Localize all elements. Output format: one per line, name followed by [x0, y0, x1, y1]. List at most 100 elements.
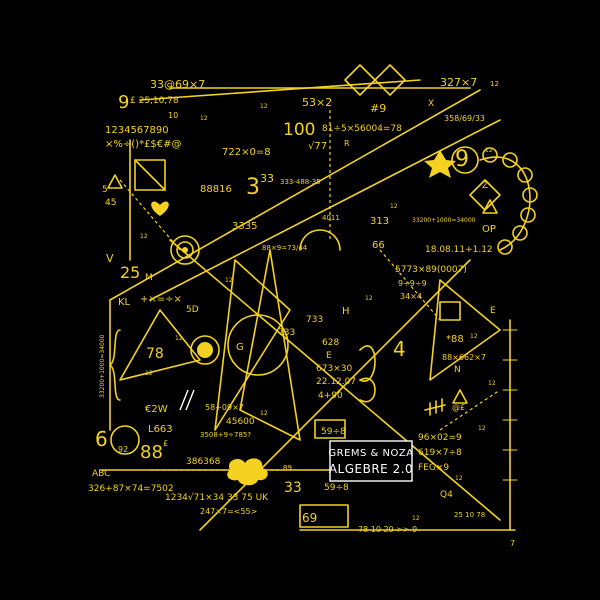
formula-text: £	[163, 439, 168, 448]
formula-text: 45	[105, 198, 116, 208]
formula-text: E	[490, 306, 496, 316]
formula-text: Q4	[440, 490, 453, 500]
svg-text:12: 12	[478, 425, 486, 432]
formula-text: 3508+9÷785?	[200, 431, 251, 439]
svg-text:12: 12	[365, 295, 373, 302]
formula-text: L663	[148, 424, 173, 435]
formula-text: 33	[260, 172, 274, 185]
formula-text: 9	[455, 147, 469, 172]
svg-text:12: 12	[470, 333, 478, 340]
formula-text: 9	[118, 92, 129, 113]
formula-text: 6	[95, 427, 108, 451]
formula-text: 69	[302, 511, 317, 525]
formula-text: 81÷5×56004=78	[322, 124, 402, 134]
formula-text: 1234√71×34 33 75 UK	[165, 492, 269, 503]
formula-text: 58÷09×7	[205, 403, 244, 412]
formula-text: 386368	[186, 457, 221, 467]
formula-text: R	[344, 139, 350, 148]
svg-text:12: 12	[175, 335, 183, 342]
formula-text: @£	[452, 403, 465, 412]
formula-text: 327×7	[440, 76, 477, 89]
formula-text: 45600	[226, 417, 255, 427]
formula-text: *88	[446, 334, 464, 345]
formula-text: 33@69×7	[150, 78, 205, 91]
formula-text: 4011	[322, 214, 340, 222]
formula-text: 88×662×7	[442, 353, 486, 362]
formula-text: €2W	[145, 404, 168, 415]
svg-text:12: 12	[260, 103, 268, 110]
formula-text: V	[106, 252, 114, 265]
svg-text:12: 12	[140, 233, 148, 240]
svg-text:12: 12	[412, 515, 420, 522]
geometry-lines	[99, 64, 538, 531]
formula-text: ABC	[92, 469, 110, 479]
formula-text: H	[342, 306, 350, 317]
formula-text: 3	[246, 175, 260, 200]
formula-texts: 33@69×7 9 £ 25,10,78 327×7 12 53×2 #9 X …	[88, 76, 515, 548]
svg-text:12: 12	[260, 410, 268, 417]
formula-text: £ 25,10,78	[130, 96, 179, 106]
title-box: GREMS & NOZA ALGEBRE 2.0	[328, 440, 413, 482]
formula-text: 25 10 78	[454, 511, 485, 519]
formula-text: 4	[393, 337, 406, 361]
formula-text: 78	[146, 346, 164, 362]
formula-text: √77	[308, 141, 327, 152]
tick-labels: 12 12 12 12 12 12 12 12 12 12 12 12 12 1…	[140, 103, 496, 522]
formula-text: N	[454, 365, 461, 375]
formula-text: 358/69/33	[444, 114, 485, 123]
formula-text: E	[326, 351, 332, 361]
formula-text: Z	[482, 181, 488, 191]
formula-text: X	[428, 99, 434, 109]
formula-text: 10	[168, 111, 178, 120]
formula-text: 88816	[200, 184, 232, 195]
formula-text: KL	[118, 297, 131, 308]
formula-text: +×=÷×	[140, 294, 182, 305]
formula-text: 53×2	[302, 96, 332, 109]
formula-text: M	[145, 273, 153, 283]
formula-text: 7	[510, 539, 515, 548]
formula-text: 313	[370, 216, 389, 227]
formula-text: 18.08.11+1.12	[425, 245, 493, 255]
formula-text: 78 10 20 >> 9	[358, 525, 417, 534]
formula-text: G	[236, 342, 244, 353]
formula-text: 100	[283, 120, 315, 140]
formula-text: 3335	[232, 221, 257, 232]
formula-text: 9÷9÷9	[398, 279, 427, 288]
formula-text: 5	[102, 185, 108, 195]
formula-text: FEG×9	[418, 463, 449, 473]
formula-text: 333-488-35	[280, 178, 321, 186]
svg-text:12: 12	[390, 203, 398, 210]
formula-text: 619×7÷8	[418, 448, 462, 458]
formula-text: 25	[120, 263, 140, 282]
formula-text: 722×0=8	[222, 147, 271, 158]
formula-text: 733	[306, 315, 323, 325]
formula-text: OP	[482, 224, 496, 235]
formula-text: 247×7=<55>	[200, 507, 257, 516]
formula-text: 59÷8	[324, 483, 349, 493]
formula-text: 326+87×74=7502	[88, 484, 174, 494]
svg-text:12: 12	[488, 380, 496, 387]
formula-text: 89	[283, 464, 292, 472]
formula-text: 4+90	[318, 391, 343, 401]
formula-text: #9	[370, 102, 386, 115]
formula-text: 66	[372, 240, 385, 251]
formula-text: ×%÷()*£$€#@	[105, 139, 182, 150]
formula-text: 733	[278, 328, 295, 338]
svg-text:12: 12	[225, 277, 233, 284]
formula-text: 628	[322, 338, 339, 348]
formula-text: 673×30	[316, 364, 352, 374]
svg-text:12: 12	[455, 475, 463, 482]
svg-text:12: 12	[485, 147, 493, 154]
title-album: ALGEBRE 2.0	[329, 462, 413, 476]
formula-text: 96×02=9	[418, 433, 462, 443]
formula-text: 22.12.07	[316, 377, 356, 387]
formula-text: 5773×89(0007)	[395, 265, 467, 275]
formula-text: 92	[118, 445, 128, 454]
formula-text: 88	[140, 442, 163, 463]
title-artist: GREMS & NOZA	[328, 448, 413, 459]
formula-text: 5D	[186, 305, 199, 315]
svg-text:12: 12	[200, 115, 208, 122]
formula-text: 59÷8	[321, 427, 346, 437]
formula-text: 34×4	[400, 292, 422, 301]
